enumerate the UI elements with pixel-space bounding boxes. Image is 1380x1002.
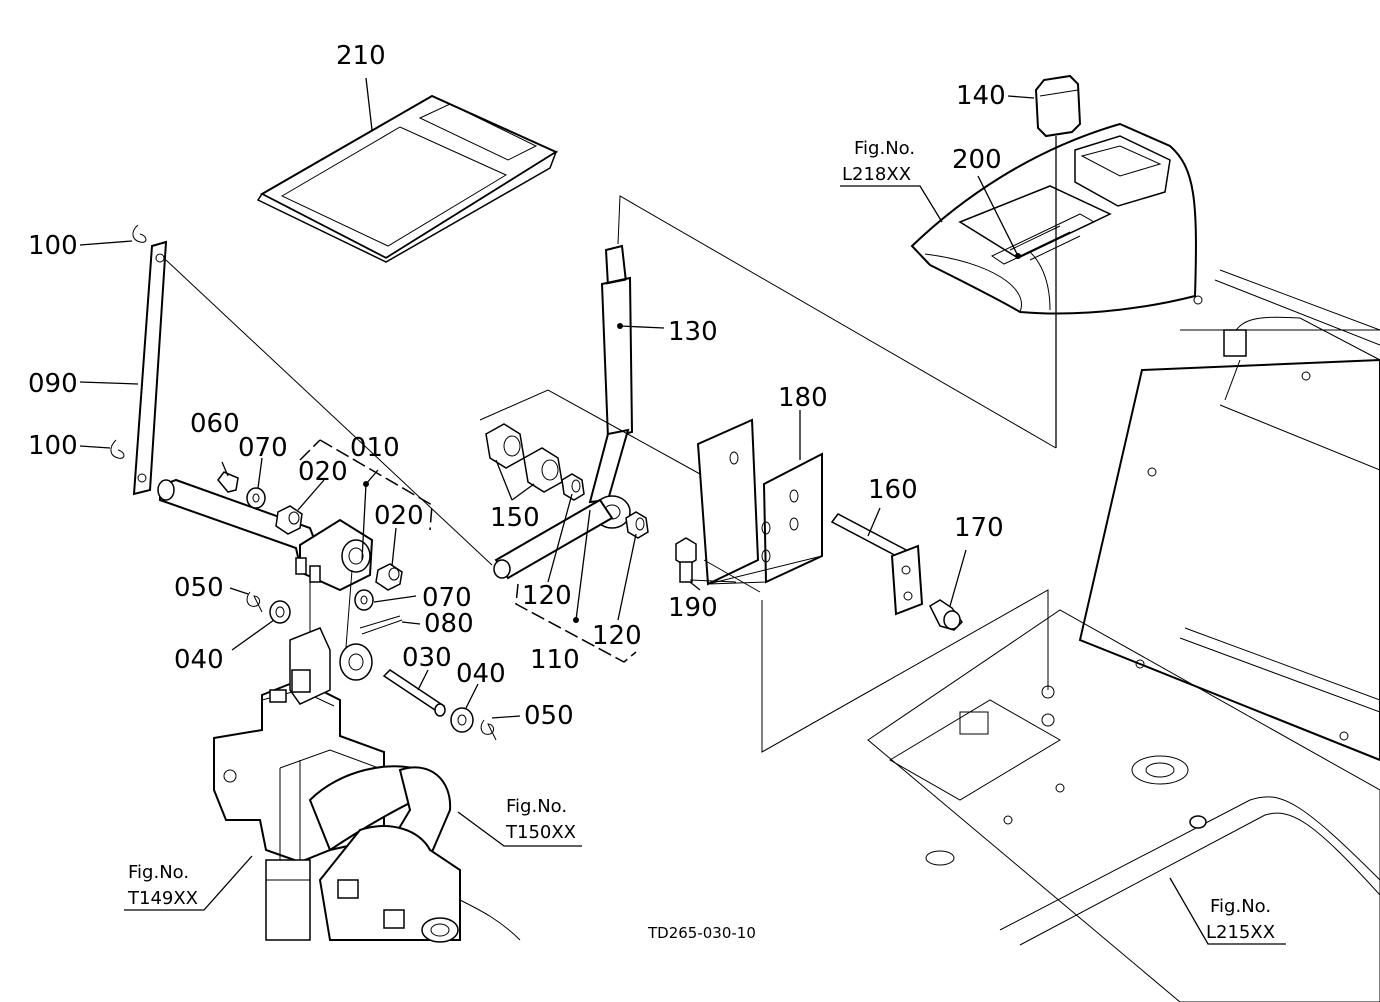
callout-060: 060 xyxy=(190,409,240,439)
part-120-bushing-right xyxy=(617,511,649,621)
figure-ref-code: L215XX xyxy=(1206,922,1275,943)
part-020-bushing-upper xyxy=(275,479,325,535)
callout-190: 190 xyxy=(668,593,718,623)
part-080-pin xyxy=(359,615,421,635)
callout-180: 180 xyxy=(778,383,828,413)
part-110-lever-arm xyxy=(493,428,631,623)
part-070-washer-upper xyxy=(246,457,266,509)
part-100-clip-upper xyxy=(79,224,147,246)
callout-090: 090 xyxy=(28,369,78,399)
part-040-washer-right xyxy=(450,683,479,733)
callout-200: 200 xyxy=(952,145,1002,175)
part-040-washer-left xyxy=(231,600,291,651)
figure-ref-code: L218XX xyxy=(842,164,911,185)
part-020-bushing-lower xyxy=(375,527,403,591)
figure-ref-code: T150XX xyxy=(505,822,576,843)
part-170-bolt xyxy=(929,549,967,631)
figure-ref-label: Fig.No. xyxy=(128,862,189,883)
callout-labels: 210 140 200 100 090 100 060 070 010 020 … xyxy=(28,41,1006,731)
part-120-bushing-left xyxy=(547,473,585,583)
drawing-code: TD265-030-10 xyxy=(647,924,756,942)
figure-ref-label: Fig.No. xyxy=(1210,896,1271,917)
callout-130: 130 xyxy=(668,317,718,347)
callout-100-upper: 100 xyxy=(28,231,78,261)
part-130-lever-rod xyxy=(600,244,665,440)
callout-100-lower: 100 xyxy=(28,431,78,461)
callout-050-left: 050 xyxy=(174,573,224,603)
callout-140: 140 xyxy=(956,81,1006,111)
part-030-pin xyxy=(382,669,446,717)
callout-170: 170 xyxy=(954,513,1004,543)
figure-ref-t149: Fig.No. T149XX xyxy=(124,855,253,911)
figure-ref-l215: Fig.No. L215XX xyxy=(1169,877,1286,945)
callout-050-right: 050 xyxy=(524,701,574,731)
part-060-bolt xyxy=(217,461,239,493)
part-150-bushing-1 xyxy=(485,423,525,469)
callout-020-upper: 020 xyxy=(298,457,348,487)
part-050-clip-left xyxy=(229,587,263,613)
console-assembly xyxy=(910,74,1197,448)
part-180-bracket xyxy=(696,410,823,586)
figure-ref-label: Fig.No. xyxy=(506,796,567,817)
part-070-washer-lower xyxy=(354,589,417,611)
part-090-link-rod xyxy=(79,240,168,496)
figure-ref-t150: Fig.No. T150XX xyxy=(457,796,582,847)
figure-ref-l218: Fig.No. L218XX xyxy=(840,138,943,223)
part-160-shaft xyxy=(830,507,924,616)
part-190-bolt xyxy=(675,537,701,591)
callout-070-lower: 070 xyxy=(422,583,472,613)
callout-040-left: 040 xyxy=(174,645,224,675)
callout-120-left: 120 xyxy=(522,581,572,611)
part-210-manual xyxy=(256,77,559,263)
floor-panel xyxy=(867,269,1380,1002)
figure-ref-label: Fig.No. xyxy=(854,138,915,159)
part-150-bushing-2 xyxy=(523,447,563,493)
part-100-clip-lower xyxy=(79,439,125,459)
callout-210: 210 xyxy=(336,41,386,71)
part-050-clip-right xyxy=(480,715,521,741)
callout-030: 030 xyxy=(402,643,452,673)
part-010-lever-bracket xyxy=(157,469,379,661)
callout-070-upper: 070 xyxy=(238,433,288,463)
figure-ref-code: T149XX xyxy=(127,888,198,909)
callout-020-lower: 020 xyxy=(374,501,424,531)
callout-160: 160 xyxy=(868,475,918,505)
callout-110: 110 xyxy=(530,645,580,675)
callout-120-right: 120 xyxy=(592,621,642,651)
control-valve xyxy=(213,627,521,943)
callout-150: 150 xyxy=(490,503,540,533)
callout-040-right: 040 xyxy=(456,659,506,689)
callout-080: 080 xyxy=(424,609,474,639)
callout-010: 010 xyxy=(350,433,400,463)
